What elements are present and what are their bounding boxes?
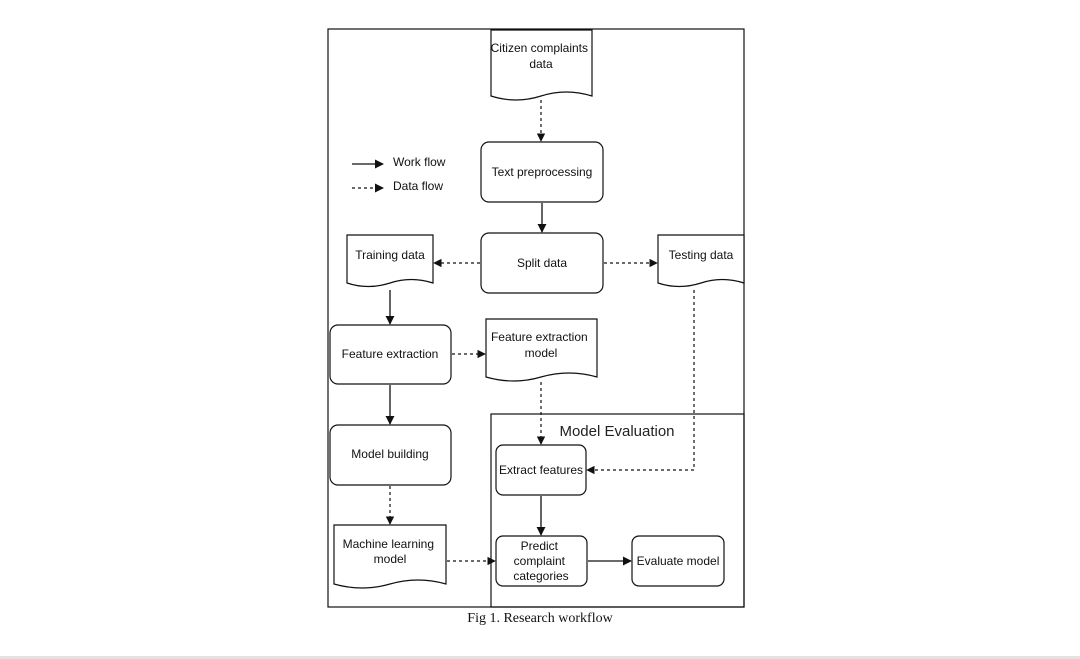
citizen-complaints-label: Citizen complaints data [491,41,592,71]
evaluate-model-box [631,535,725,587]
arrow-testing-to-extract [586,290,695,475]
split-data-box [480,232,604,294]
feature-extraction-box [329,324,452,385]
citizen-complaints-doc [490,29,593,101]
feature-extraction-model-doc [485,318,598,382]
extract-features-box [495,444,587,496]
predict-categories-label: Predict complaint categories [513,539,568,583]
split-data-label: Split data [517,256,567,270]
legend-dataflow-label: Data flow [393,179,443,193]
bottom-rule [0,656,1080,659]
text-preprocessing-label: Text preprocessing [492,165,593,179]
machine-learning-model-doc [333,524,447,589]
training-data-doc [346,234,434,288]
testing-data-doc [657,234,745,288]
training-data-label: Training data [355,248,425,262]
feature-extraction-label: Feature extraction [342,347,439,361]
evaluate-model-label: Evaluate model [637,554,720,568]
text-preprocessing-box [480,141,604,203]
model-evaluation-title: Model Evaluation [559,423,674,440]
model-evaluation-group [490,413,745,608]
predict-categories-box [495,535,588,587]
model-building-box [329,424,452,486]
feature-extraction-model-label: Feature extraction model [491,330,591,360]
testing-data-label: Testing data [669,248,734,262]
model-building-label: Model building [351,447,428,461]
legend-workflow-label: Work flow [393,155,446,169]
figure-caption: Fig 1. Research workflow [467,611,613,626]
machine-learning-model-label: Machine learning model [343,537,438,566]
extract-features-label: Extract features [499,463,583,477]
